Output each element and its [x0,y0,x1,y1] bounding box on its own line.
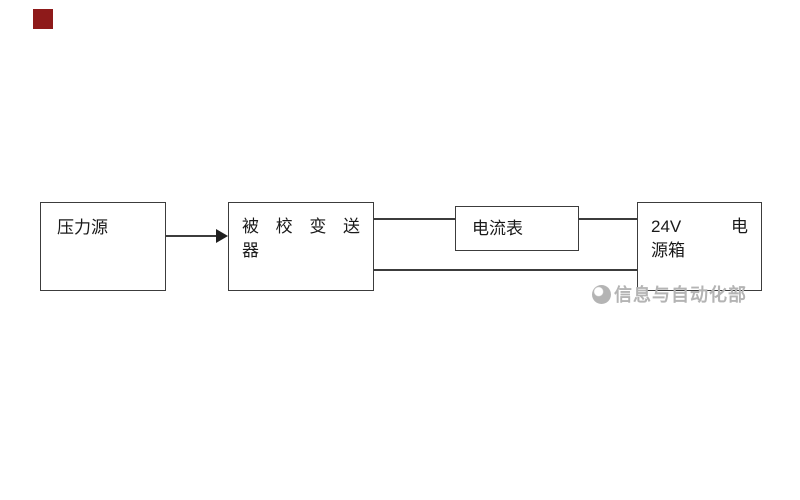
box-transmitter: 被 校 变 送 器 [228,202,374,291]
box-transmitter-label-line2: 器 [242,241,259,260]
connector-transmitter-ammeter [374,218,455,220]
arrow-head-icon [216,229,228,243]
connector-transmitter-power [374,269,637,271]
box-power-supply-label-line1: 24V 电 [651,217,748,236]
corner-red-square [33,9,53,29]
box-power-supply: 24V 电 源箱 [637,202,762,291]
watermark-text: 信息与自动化部 [614,285,747,305]
watermark: 信息与自动化部 [592,281,747,307]
box-power-supply-label-line2: 源箱 [651,241,685,260]
box-pressure-source-label: 压力源 [57,218,108,237]
arrow-line [166,235,218,237]
watermark-logo-icon [592,284,611,304]
box-pressure-source: 压力源 [40,202,166,291]
connector-ammeter-power [579,218,637,220]
box-transmitter-label-line1: 被 校 变 送 [242,217,360,236]
box-ammeter: 电流表 [455,206,579,251]
box-ammeter-label: 电流表 [472,219,523,238]
